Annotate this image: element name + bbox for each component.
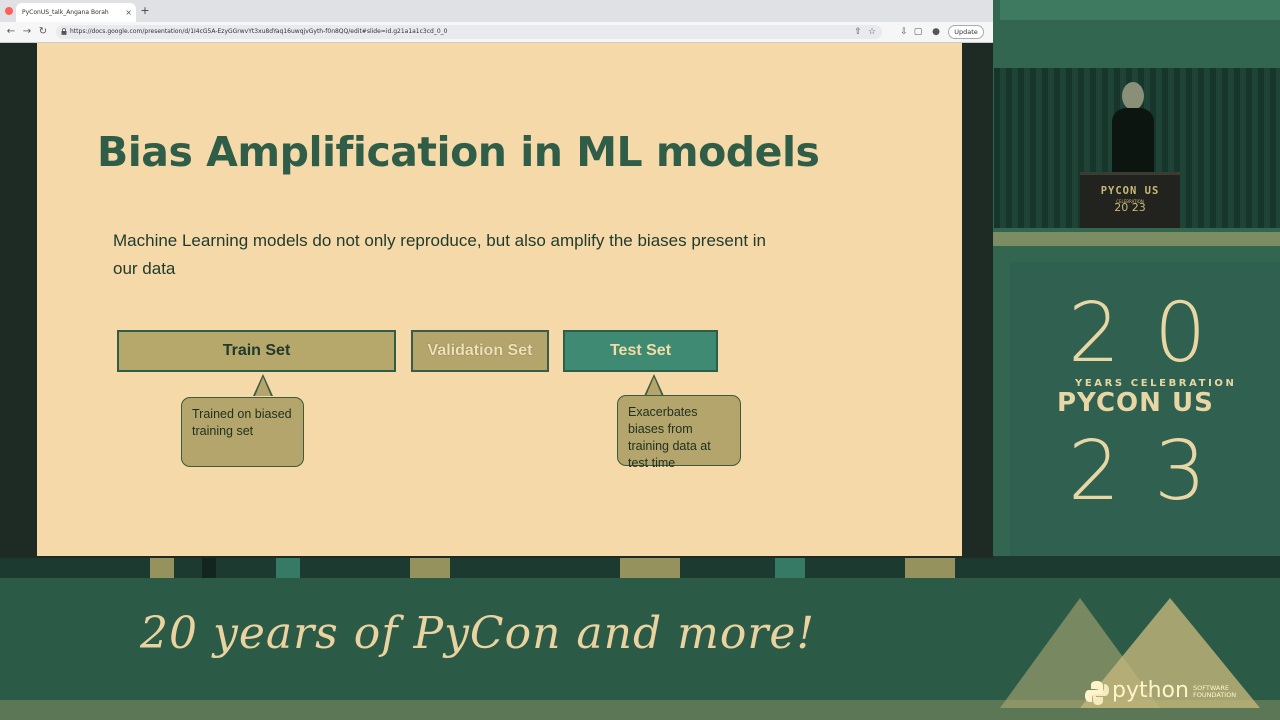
speaker-body (1112, 108, 1154, 178)
validation-set-box: Validation Set (411, 330, 549, 372)
presentation-slide: Bias Amplification in ML models Machine … (37, 43, 962, 556)
logo-panel (1010, 262, 1280, 556)
logo-year-bottom: 23 (1068, 424, 1241, 519)
background-decoration (150, 556, 174, 578)
tab-close-icon[interactable]: × (125, 8, 132, 17)
share-icon[interactable]: ⇧ (854, 27, 862, 37)
close-window-icon[interactable] (5, 7, 13, 15)
forward-button[interactable]: → (22, 26, 32, 37)
background-decoration (775, 556, 805, 578)
background-decoration (410, 556, 450, 578)
background-decoration (202, 556, 216, 578)
test-set-box: Test Set (563, 330, 718, 372)
background-decoration (0, 700, 1280, 720)
background-decoration (620, 556, 680, 578)
bookmark-star-icon[interactable]: ☆ (867, 27, 877, 37)
new-tab-button[interactable]: + (140, 4, 150, 17)
slide-title: Bias Amplification in ML models (97, 128, 820, 176)
podium: PYCON US CELEBRATION 20 23 (1080, 172, 1180, 228)
logo-years-celebration: YEARS CELEBRATION (1075, 378, 1237, 389)
browser-toolbar: ← → ↻ https://docs.google.com/presentati… (0, 22, 993, 43)
download-icon[interactable]: ⇩ (900, 27, 908, 37)
background-decoration (1000, 0, 1280, 20)
browser-window: PyConUS_talk_Angana Borah × + ← → ↻ http… (0, 0, 993, 558)
python-logo-icon (1085, 681, 1109, 705)
background-decoration (905, 556, 955, 578)
background-decoration (276, 556, 300, 578)
speaker-head (1122, 82, 1144, 110)
browser-tab[interactable]: PyConUS_talk_Angana Borah × (16, 3, 136, 22)
logo-pycon-us: PYCON US (1057, 388, 1214, 418)
reload-button[interactable]: ↻ (38, 26, 48, 37)
psf-foundation: FOUNDATION (1193, 691, 1237, 699)
update-button[interactable]: Update (948, 25, 984, 39)
logo-year-top: 20 (1068, 286, 1241, 381)
footer-tagline: 20 years of PyCon and more! (140, 608, 816, 659)
slide-body-text: Machine Learning models do not only repr… (113, 231, 766, 278)
lock-icon (61, 28, 67, 35)
train-set-box: Train Set (117, 330, 396, 372)
podium-celebration: CELEBRATION (1116, 199, 1144, 204)
extensions-icon[interactable]: ▢ (913, 27, 923, 37)
tab-bar: PyConUS_talk_Angana Borah × + (0, 0, 993, 22)
podium-numbers: 20 23 (1114, 201, 1146, 214)
decoration-triangle (1080, 598, 1260, 708)
callout-pointer (253, 374, 273, 396)
test-set-callout: Exacerbates biases from training data at… (617, 395, 741, 470)
callout-pointer (644, 374, 664, 396)
psf-software: SOFTWARE (1193, 684, 1229, 692)
train-set-callout: Trained on biased training set (181, 397, 304, 467)
background-decoration (993, 232, 1280, 246)
tab-title: PyConUS_talk_Angana Borah (22, 9, 109, 16)
podium-label: PYCON US (1100, 185, 1160, 197)
psf-label: SOFTWARE FOUNDATION (1193, 685, 1236, 699)
back-button[interactable]: ← (6, 26, 16, 37)
speaker-video: PYCON US CELEBRATION 20 23 (994, 68, 1280, 228)
python-wordmark: python (1112, 678, 1189, 703)
profile-avatar-icon[interactable]: ● (932, 27, 940, 37)
address-bar[interactable]: https://docs.google.com/presentation/d/1… (56, 25, 882, 39)
